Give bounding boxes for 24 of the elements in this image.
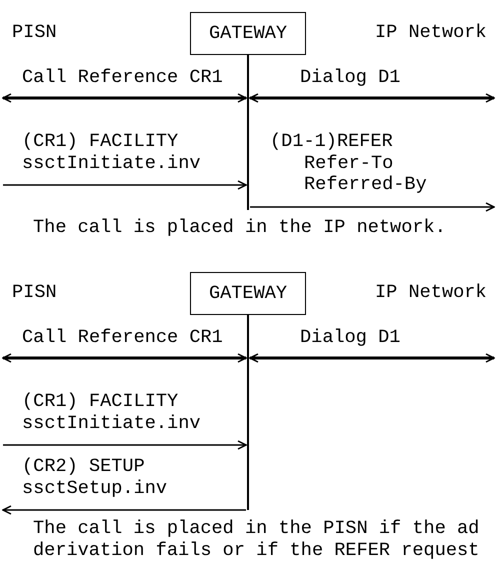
edge-label: Dialog D1	[300, 67, 402, 89]
edge-label: (CR1) FACILITY ssctInitiate.inv	[22, 131, 202, 174]
edge-label: Call Reference CR1	[22, 67, 224, 89]
arrow	[249, 93, 495, 103]
arrow	[2, 505, 246, 515]
edge-label: Call Reference CR1	[22, 327, 224, 349]
arrow	[3, 440, 247, 450]
arrow	[250, 202, 495, 212]
arrow	[2, 353, 247, 363]
edge-label: (CR2) SETUP ssctSetup.inv	[22, 456, 168, 500]
edge-label: Dialog D1	[300, 327, 402, 349]
arrow	[249, 353, 495, 363]
note-text: The call is placed in the IP network.	[33, 217, 446, 239]
note-text: The call is placed in the PISN if the ad derivation fails or if the REFER request	[33, 518, 480, 562]
network-label: IP Network	[375, 282, 487, 304]
edge-label: (CR1) FACILITY ssctInitiate.inv	[22, 391, 202, 434]
network-label: IP Network	[375, 22, 487, 44]
network-label: PISN	[12, 22, 57, 44]
edge-label: (D1-1)REFER Refer-To Referred-By	[270, 131, 428, 196]
gateway-box: GATEWAY	[190, 12, 306, 55]
network-label: PISN	[12, 282, 57, 304]
arrow	[2, 93, 247, 103]
arrow	[3, 180, 247, 190]
gateway-box: GATEWAY	[190, 272, 306, 315]
